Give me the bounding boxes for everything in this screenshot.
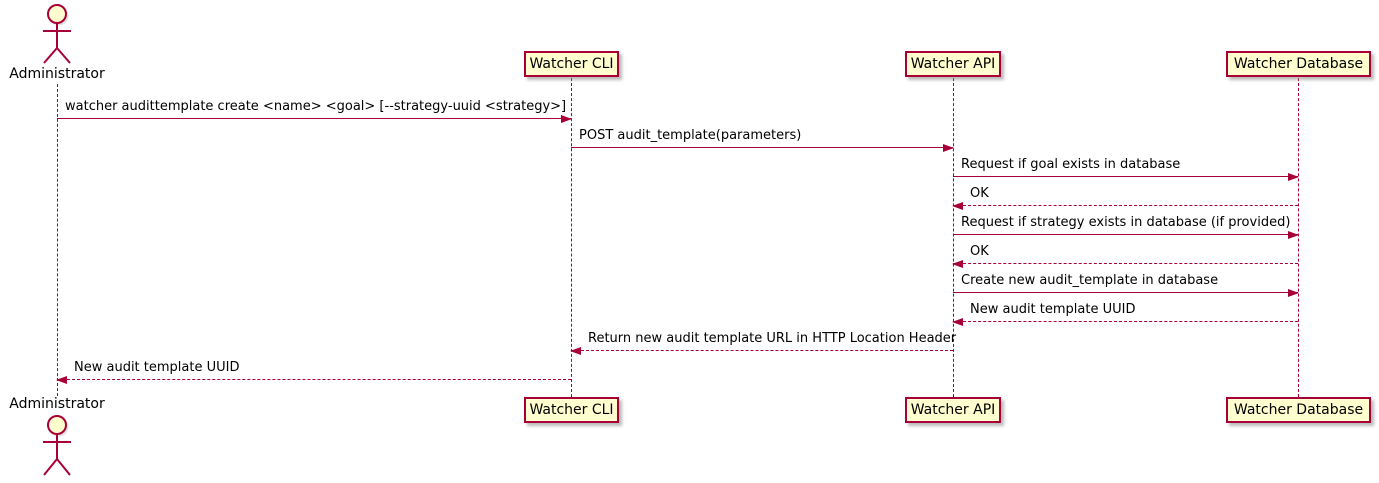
arrowhead-left-icon (56, 376, 67, 384)
actor-label-top: Administrator (9, 66, 105, 82)
participant-watcher-api-top: Watcher API (905, 51, 1001, 77)
participant-watcher-cli-bottom: Watcher CLI (524, 397, 619, 423)
message-5-label: Request if strategy exists in database (… (961, 215, 1291, 230)
participant-watcher-database-top: Watcher Database (1226, 51, 1371, 77)
message-5: Request if strategy exists in database (… (953, 215, 1299, 239)
message-7-label: Create new audit_template in database (961, 273, 1219, 288)
arrowhead-right-icon (561, 115, 572, 123)
arrowhead-left-icon (952, 202, 963, 210)
message-8-line (953, 321, 1298, 322)
message-3: Request if goal exists in database (953, 157, 1299, 181)
arrowhead-left-icon (570, 347, 581, 355)
message-9-line (571, 350, 953, 351)
participant-watcher-database-bottom: Watcher Database (1226, 397, 1371, 423)
lifeline-watcher-cli (571, 78, 572, 397)
message-2-line (571, 147, 953, 148)
participant-watcher-api-bottom: Watcher API (905, 397, 1001, 423)
message-1: watcher audittemplate create <name> <goa… (57, 99, 572, 123)
message-10: New audit template UUID (56, 360, 571, 384)
message-8-label: New audit template UUID (970, 302, 1136, 317)
message-4: OK (952, 186, 1298, 210)
message-4-line (953, 205, 1298, 206)
message-2: POST audit_template(parameters) (571, 128, 954, 152)
message-7-line (953, 292, 1298, 293)
message-2-label: POST audit_template(parameters) (579, 128, 802, 143)
message-10-line (57, 379, 571, 380)
actor-icon (43, 4, 71, 64)
arrowhead-right-icon (943, 144, 954, 152)
message-5-line (953, 234, 1298, 235)
arrowhead-left-icon (952, 318, 963, 326)
message-7: Create new audit_template in database (953, 273, 1299, 297)
message-6: OK (952, 244, 1298, 268)
message-9-label: Return new audit template URL in HTTP Lo… (588, 331, 957, 346)
participant-watcher-cli-top: Watcher CLI (524, 51, 619, 77)
message-6-label: OK (970, 244, 989, 259)
actor-icon-bottom (43, 415, 71, 476)
message-8: New audit template UUID (952, 302, 1298, 326)
message-3-label: Request if goal exists in database (961, 157, 1181, 172)
message-4-label: OK (970, 186, 989, 201)
message-1-line (57, 118, 571, 119)
arrowhead-left-icon (952, 260, 963, 268)
arrowhead-right-icon (1288, 289, 1299, 297)
actor-label-bottom: Administrator (9, 396, 105, 412)
message-9: Return new audit template URL in HTTP Lo… (570, 331, 957, 355)
arrowhead-right-icon (1288, 231, 1299, 239)
arrowhead-right-icon (1288, 173, 1299, 181)
lifeline-watcher-api (953, 78, 954, 397)
message-1-label: watcher audittemplate create <name> <goa… (65, 99, 567, 114)
message-6-line (953, 263, 1298, 264)
message-10-label: New audit template UUID (74, 360, 240, 375)
message-3-line (953, 176, 1298, 177)
lifeline-administrator (57, 84, 58, 396)
